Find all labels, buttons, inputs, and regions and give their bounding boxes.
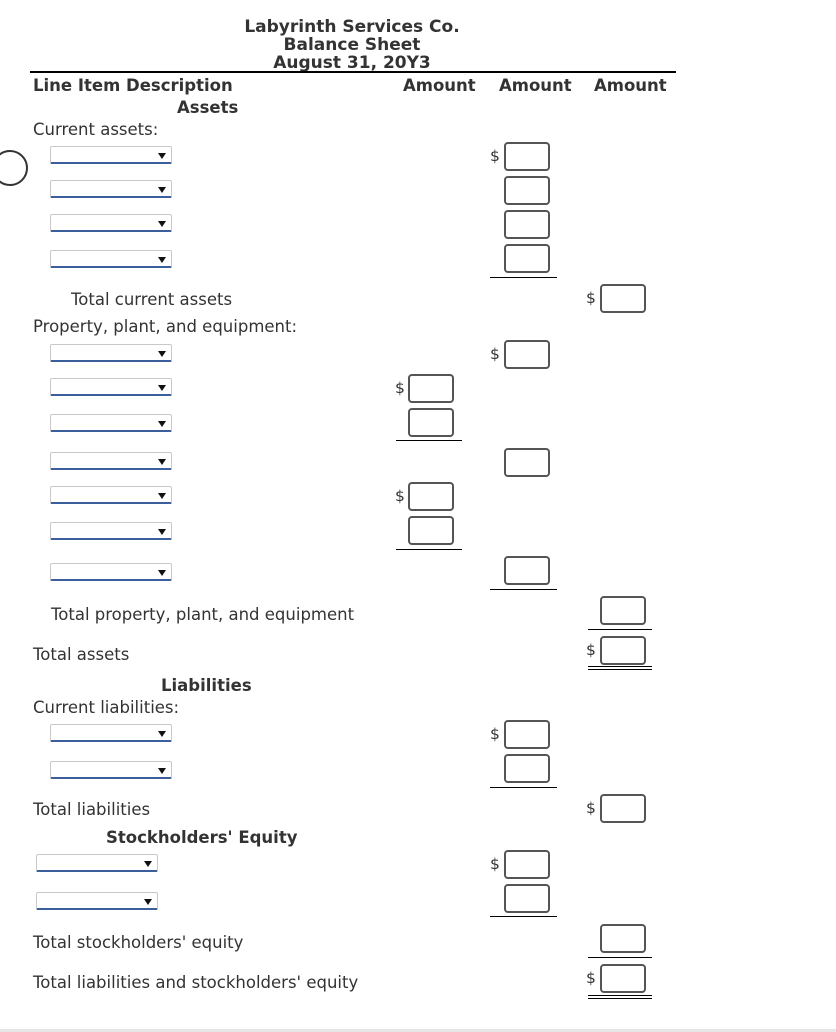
statement-title: Balance Sheet xyxy=(283,35,421,55)
dollar-sign: $ xyxy=(586,969,596,987)
equity-select-1[interactable] xyxy=(36,854,158,872)
dollar-sign: $ xyxy=(395,379,405,397)
column-header-amount-3: Amount xyxy=(594,76,667,95)
subtotal-underline xyxy=(490,787,557,788)
label-ppe: Property, plant, and equipment: xyxy=(33,317,298,336)
dollar-sign: $ xyxy=(586,289,596,307)
ppe-amount-col1-2[interactable] xyxy=(408,408,454,437)
dollar-sign: $ xyxy=(395,487,405,505)
label-current-assets: Current assets: xyxy=(33,120,159,139)
ppe-amount-col1-1[interactable] xyxy=(408,374,454,403)
ppe-select-7[interactable] xyxy=(50,563,172,581)
label-total-assets: Total assets xyxy=(33,645,130,664)
subtotal-underline xyxy=(588,629,652,630)
subtotal-underline xyxy=(490,589,557,590)
ppe-amount-col2-2[interactable] xyxy=(504,448,550,477)
dollar-sign: $ xyxy=(490,147,500,165)
ppe-amount-col1-3[interactable] xyxy=(408,482,454,511)
dollar-sign: $ xyxy=(490,855,500,873)
section-liabilities: Liabilities xyxy=(161,676,252,695)
total-equity-amount[interactable] xyxy=(600,924,646,953)
column-header-amount-1: Amount xyxy=(403,76,476,95)
dollar-sign: $ xyxy=(586,799,596,817)
label-total-current-assets: Total current assets xyxy=(71,290,233,309)
liability-select-2[interactable] xyxy=(50,761,172,779)
section-assets: Assets xyxy=(177,98,239,117)
equity-select-2[interactable] xyxy=(36,892,158,910)
column-header-description: Line Item Description xyxy=(33,76,233,95)
current-asset-select-4[interactable] xyxy=(50,250,172,268)
bottom-divider xyxy=(0,1029,836,1032)
company-name: Labyrinth Services Co. xyxy=(244,17,460,37)
double-underline xyxy=(588,998,652,999)
subtotal-underline xyxy=(396,549,462,550)
dollar-sign: $ xyxy=(490,345,500,363)
total-liabilities-and-equity-amount[interactable] xyxy=(600,964,646,993)
label-total-liabilities-and-equity: Total liabilities and stockholders' equi… xyxy=(33,973,359,992)
current-asset-amount-4[interactable] xyxy=(504,244,550,273)
double-underline xyxy=(588,666,652,667)
total-liabilities-amount[interactable] xyxy=(600,794,646,823)
ppe-amount-col2-3[interactable] xyxy=(504,556,550,585)
total-current-assets-amount[interactable] xyxy=(600,284,646,313)
label-total-liabilities: Total liabilities xyxy=(33,800,151,819)
subtotal-underline xyxy=(588,957,652,958)
total-ppe-amount[interactable] xyxy=(600,596,646,625)
total-assets-amount[interactable] xyxy=(600,636,646,665)
current-asset-select-1[interactable] xyxy=(50,146,172,164)
partial-circle-icon xyxy=(0,150,28,186)
current-asset-select-2[interactable] xyxy=(50,180,172,198)
ppe-select-3[interactable] xyxy=(50,414,172,432)
current-asset-amount-1[interactable] xyxy=(504,142,550,171)
dollar-sign: $ xyxy=(490,725,500,743)
subtotal-underline xyxy=(396,440,462,441)
label-current-liabilities: Current liabilities: xyxy=(33,698,180,717)
section-stockholders-equity: Stockholders' Equity xyxy=(106,828,298,847)
equity-amount-1[interactable] xyxy=(504,850,550,879)
current-asset-amount-3[interactable] xyxy=(504,210,550,239)
ppe-select-1[interactable] xyxy=(50,344,172,362)
label-total-ppe: Total property, plant, and equipment xyxy=(51,605,355,624)
ppe-amount-col2-1[interactable] xyxy=(504,340,550,369)
double-underline xyxy=(588,669,652,670)
equity-amount-2[interactable] xyxy=(504,884,550,913)
ppe-amount-col1-4[interactable] xyxy=(408,516,454,545)
ppe-select-5[interactable] xyxy=(50,486,172,504)
liability-amount-1[interactable] xyxy=(504,720,550,749)
header-rule xyxy=(30,71,676,73)
ppe-select-2[interactable] xyxy=(50,378,172,396)
dollar-sign: $ xyxy=(586,641,596,659)
current-asset-select-3[interactable] xyxy=(50,214,172,232)
current-asset-amount-2[interactable] xyxy=(504,176,550,205)
double-underline xyxy=(588,995,652,996)
column-header-amount-2: Amount xyxy=(499,76,572,95)
ppe-select-6[interactable] xyxy=(50,522,172,540)
label-total-equity: Total stockholders' equity xyxy=(33,933,244,952)
liability-select-1[interactable] xyxy=(50,724,172,742)
subtotal-underline xyxy=(490,916,557,917)
subtotal-underline xyxy=(490,277,557,278)
ppe-select-4[interactable] xyxy=(50,452,172,470)
statement-date: August 31, 20Y3 xyxy=(273,53,431,73)
liability-amount-2[interactable] xyxy=(504,754,550,783)
